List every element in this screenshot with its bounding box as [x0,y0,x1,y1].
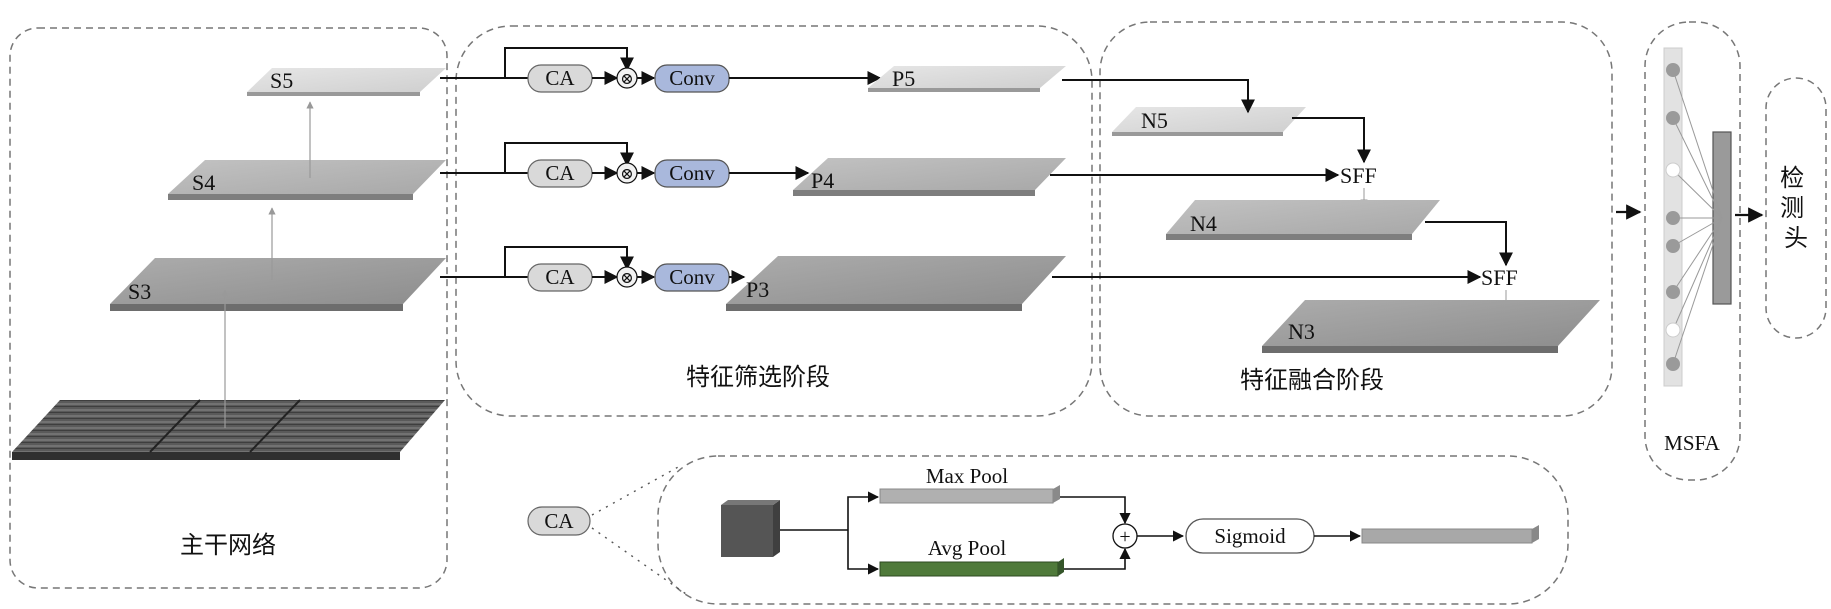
svg-text:⊗: ⊗ [620,71,633,88]
avg-pool-label: Avg Pool [928,536,1007,560]
to-avgpool-arrow [847,530,880,575]
s4-plane: S4 [168,160,446,200]
fusion-stage-label: 特征融合阶段 [1240,366,1384,394]
ca-label-p4: CA [545,161,575,185]
s3-plane: S3 [110,258,446,311]
backbone-container [9,27,448,589]
p5-to-n5-arrow [1062,79,1255,114]
avg-pool-bar [879,558,1064,577]
filter-stage-container [455,25,1093,417]
ca-legend-block [527,506,591,536]
p4-plane: P4 [793,158,1066,196]
ca-legend-label: CA [544,509,574,533]
n5-to-sff-top-arrow [1292,117,1371,164]
svg-text:⊗: ⊗ [620,270,633,287]
s5-plane: S5 [247,68,446,96]
s4-label: S4 [192,170,215,195]
svg-text:⊗: ⊗ [620,166,633,183]
conv-label-p3: Conv [669,265,715,289]
filter-row-p3: CA ⊗ Conv [440,246,746,292]
p5-label: P5 [892,66,915,91]
add-symbol: + [1119,526,1130,548]
s5-label: S5 [270,68,293,93]
p3-plane: P3 [726,256,1066,311]
ca-label-p3: CA [545,265,575,289]
input-feature-cube [721,500,780,557]
to-maxpool-arrow [847,491,880,530]
n3-label: N3 [1288,319,1315,344]
avgpool-to-add-arrow [1064,547,1131,570]
msfa-container [1644,21,1741,481]
n4-label: N4 [1190,211,1217,236]
n4-plane: N4 [1166,200,1440,240]
backbone-stage-label: 主干网络 [180,531,276,559]
s3-label: S3 [128,279,151,304]
conv-label-p4: Conv [669,161,715,185]
max-pool-label: Max Pool [926,464,1008,488]
sff-bottom-label: SFF [1481,265,1518,290]
maxpool-to-add-arrow [1060,496,1131,525]
detection-head-label: 检 测 头 [1780,164,1812,252]
n5-plane: N5 [1112,107,1306,136]
max-pool-bar [879,485,1060,504]
ca-callout-line-top [591,465,681,516]
attention-output-bar [1361,525,1539,544]
fusion-stage-container [1099,21,1613,417]
filter-row-p5: CA ⊗ Conv [440,47,882,93]
detection-head-container [1765,77,1827,339]
p3-label: P3 [746,277,769,302]
ca-callout-line-bottom [591,527,687,595]
p5-plane: P5 [868,66,1066,92]
filter-stage-label: 特征筛选阶段 [686,363,830,391]
msfa-label: MSFA [1664,431,1720,455]
sff-top-label: SFF [1340,163,1377,188]
filter-row-p4: CA ⊗ Conv [440,142,810,188]
msfa-network [1663,47,1732,387]
ca-label-p5: CA [545,66,575,90]
n4-to-sff-bottom-arrow [1425,221,1513,267]
conv-label-p5: Conv [669,66,715,90]
n5-label: N5 [1141,108,1168,133]
sigmoid-label: Sigmoid [1214,524,1286,548]
p4-label: P4 [811,168,834,193]
n3-plane: N3 [1262,300,1600,353]
input-image-plane [12,399,445,460]
